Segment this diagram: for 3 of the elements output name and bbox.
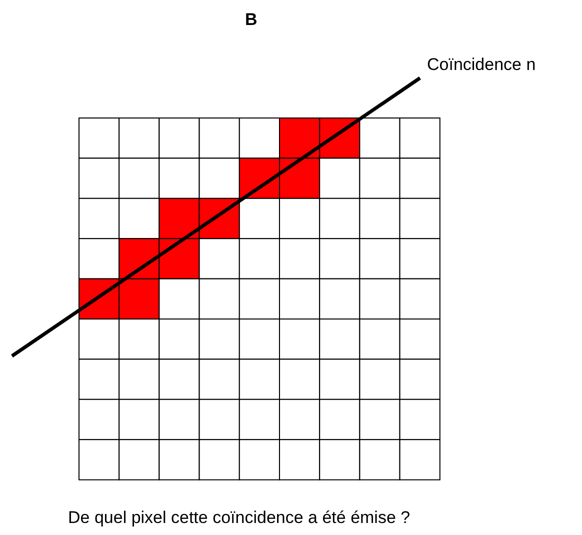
line-label: Coïncidence n — [427, 55, 536, 75]
figure-caption: De quel pixel cette coïncidence a été émise ? — [68, 508, 410, 528]
figure-title: B — [245, 10, 258, 30]
